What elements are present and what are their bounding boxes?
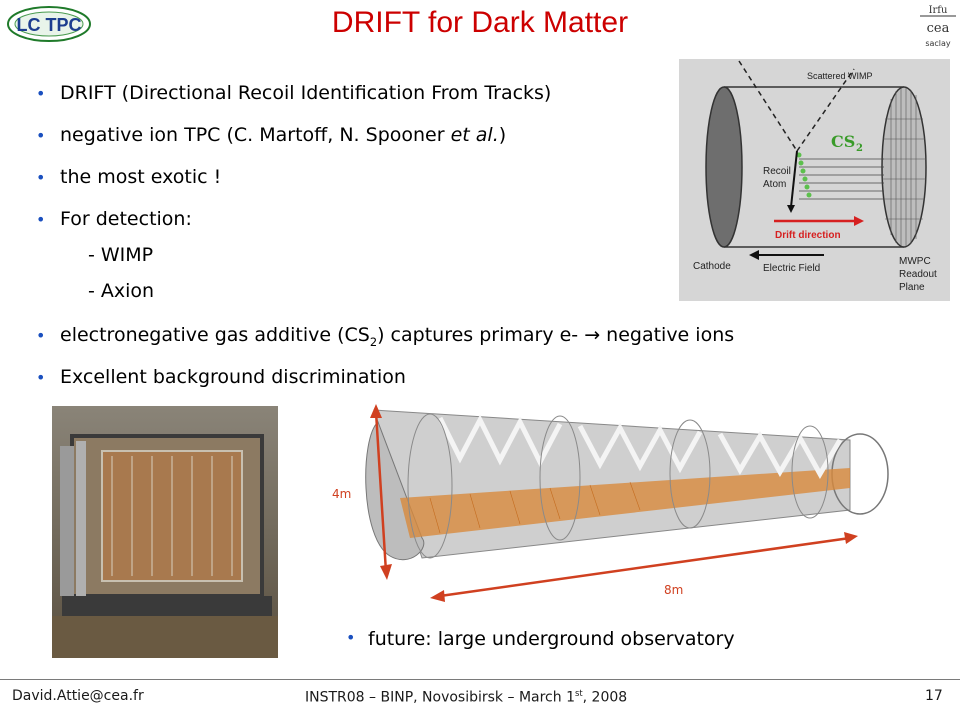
- bullet-dot: •: [36, 84, 46, 103]
- label-atom: Atom: [763, 179, 786, 190]
- bullet-dot: •: [36, 368, 46, 387]
- label-drift-direction: Drift direction: [775, 230, 841, 241]
- logo-text: LC TPC: [17, 15, 82, 35]
- label-4m: 4m: [332, 487, 351, 501]
- bullet-dot: •: [36, 210, 46, 229]
- drift-detector-photo: [52, 406, 278, 658]
- slide-title: DRIFT for Dark Matter: [331, 6, 629, 39]
- label-mwpc: MWPC: [899, 256, 931, 267]
- bullet-dot: •: [36, 326, 46, 345]
- footer-conference: INSTR08 – BINP, Novosibirsk – March 1st,…: [305, 688, 628, 706]
- cathode-plate: [705, 86, 743, 248]
- footer-page-number: 17: [925, 688, 943, 704]
- mwpc-plane: [881, 86, 927, 248]
- bullet-text: electronegative gas additive (CS2) captu…: [60, 324, 735, 349]
- bullet-dot: •: [346, 628, 356, 647]
- bullet-text: the most exotic !: [60, 166, 222, 188]
- label-cs2: CS: [831, 132, 855, 151]
- drift-detector-diagram: Scattered WIMP CS 2 Recoil Atom Drift di…: [679, 59, 950, 301]
- org-line1: Irfu: [929, 5, 948, 16]
- label-cs2-sub: 2: [856, 143, 863, 154]
- label-electric-field: Electric Field: [763, 263, 820, 274]
- bullet-text: future: large underground observatory: [368, 628, 735, 650]
- footer-email: David.Attie@cea.fr: [12, 688, 144, 704]
- bullet-text: negative ion TPC (C. Martoff, N. Spooner…: [60, 124, 507, 146]
- sub-item-axion: - Axion: [88, 280, 155, 302]
- bullet-dot: •: [36, 126, 46, 145]
- bullet-text: DRIFT (Directional Recoil Identification…: [60, 82, 552, 104]
- label-scattered-wimp: Scattered WIMP: [807, 71, 873, 81]
- irfu-cea-saclay-logo: Irfu cea saclay: [920, 5, 956, 48]
- underground-observatory-drawing: 4m 8m: [332, 404, 889, 602]
- bullet-text: Excellent background discrimination: [60, 366, 406, 388]
- label-recoil: Recoil: [763, 166, 791, 177]
- label-8m: 8m: [664, 583, 683, 597]
- label-cathode: Cathode: [693, 261, 731, 272]
- footer-divider: [0, 679, 960, 680]
- bullet-dot: •: [36, 168, 46, 187]
- org-line2: cea: [927, 21, 950, 36]
- sub-item-wimp: - WIMP: [88, 244, 154, 266]
- bullet-text: For detection:: [60, 208, 192, 230]
- label-plane: Plane: [899, 282, 925, 293]
- label-readout: Readout: [899, 269, 937, 280]
- org-line3: saclay: [925, 39, 951, 48]
- lctpc-logo: LC TPC: [7, 6, 91, 42]
